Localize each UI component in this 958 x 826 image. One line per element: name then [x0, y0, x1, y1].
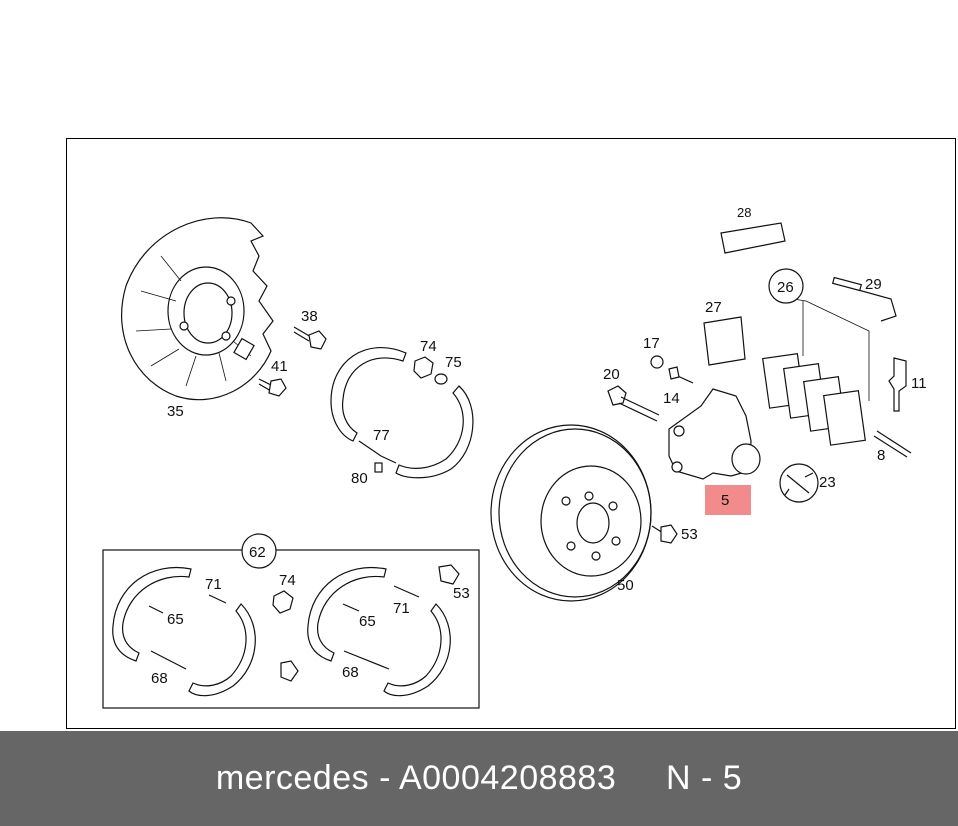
kit-shoes-right	[307, 564, 460, 697]
tool-23-part	[779, 463, 819, 503]
parts-17-14	[650, 355, 694, 384]
part-number-caption: mercedes - A0004208883 N - 5	[215, 759, 743, 797]
label-23: 23	[819, 474, 836, 491]
spring-77-80-part	[358, 440, 397, 473]
label-28: 28	[737, 205, 751, 220]
label-65-right: 65	[359, 613, 376, 630]
label-80: 80	[351, 470, 368, 487]
shim-27-part	[703, 316, 746, 366]
label-35: 35	[167, 403, 184, 420]
wear-sensor-29-part	[831, 276, 897, 322]
kit-shoes-left	[112, 567, 299, 697]
label-75: 75	[445, 354, 462, 371]
bolt-38-part	[293, 326, 327, 350]
clip-28-part	[720, 222, 786, 254]
label-17: 17	[643, 335, 660, 352]
brake-parts-diagram: 35 38 41 74 75 77 80 28 26 29 27 17 20 1…	[102, 205, 927, 709]
brake-pads-part	[762, 295, 870, 446]
label-71-right: 71	[393, 600, 410, 617]
label-65: 65	[167, 611, 184, 628]
caliper-part	[668, 388, 761, 480]
bolt-41-part	[258, 378, 287, 397]
dust-shield-part	[121, 217, 274, 401]
label-71: 71	[205, 576, 222, 593]
label-74: 74	[420, 338, 437, 355]
parts-diagram-frame: 35 38 41 74 75 77 80 28 26 29 27 17 20 1…	[66, 138, 956, 729]
label-53-kit: 53	[453, 585, 470, 602]
label-53: 53	[681, 526, 698, 543]
label-41: 41	[271, 358, 288, 375]
label-77: 77	[373, 427, 390, 444]
label-38: 38	[301, 308, 318, 325]
label-11: 11	[911, 375, 927, 392]
adjuster-74-75-part	[413, 356, 448, 385]
label-74-kit: 74	[279, 572, 296, 589]
bracket-11-part	[888, 357, 907, 412]
highlight-box-5	[705, 485, 751, 515]
parking-brake-shoe-upper-part	[330, 347, 474, 479]
label-8: 8	[877, 447, 885, 464]
label-5: 5	[721, 492, 729, 509]
label-27: 27	[705, 299, 722, 316]
label-62: 62	[249, 544, 266, 561]
label-29: 29	[865, 276, 882, 293]
bolt-20-part	[607, 385, 660, 422]
brake-disc-part	[490, 424, 652, 602]
label-68: 68	[151, 670, 168, 687]
label-20: 20	[603, 366, 620, 383]
kit-62-box	[102, 533, 480, 709]
label-50: 50	[617, 577, 634, 594]
label-14: 14	[663, 390, 680, 407]
footer-bar: mercedes - A0004208883 N - 5	[0, 731, 958, 826]
bolt-53-part	[651, 524, 678, 544]
guide-pin-8-part	[873, 430, 912, 458]
label-26: 26	[777, 279, 794, 296]
label-68-right: 68	[342, 664, 359, 681]
